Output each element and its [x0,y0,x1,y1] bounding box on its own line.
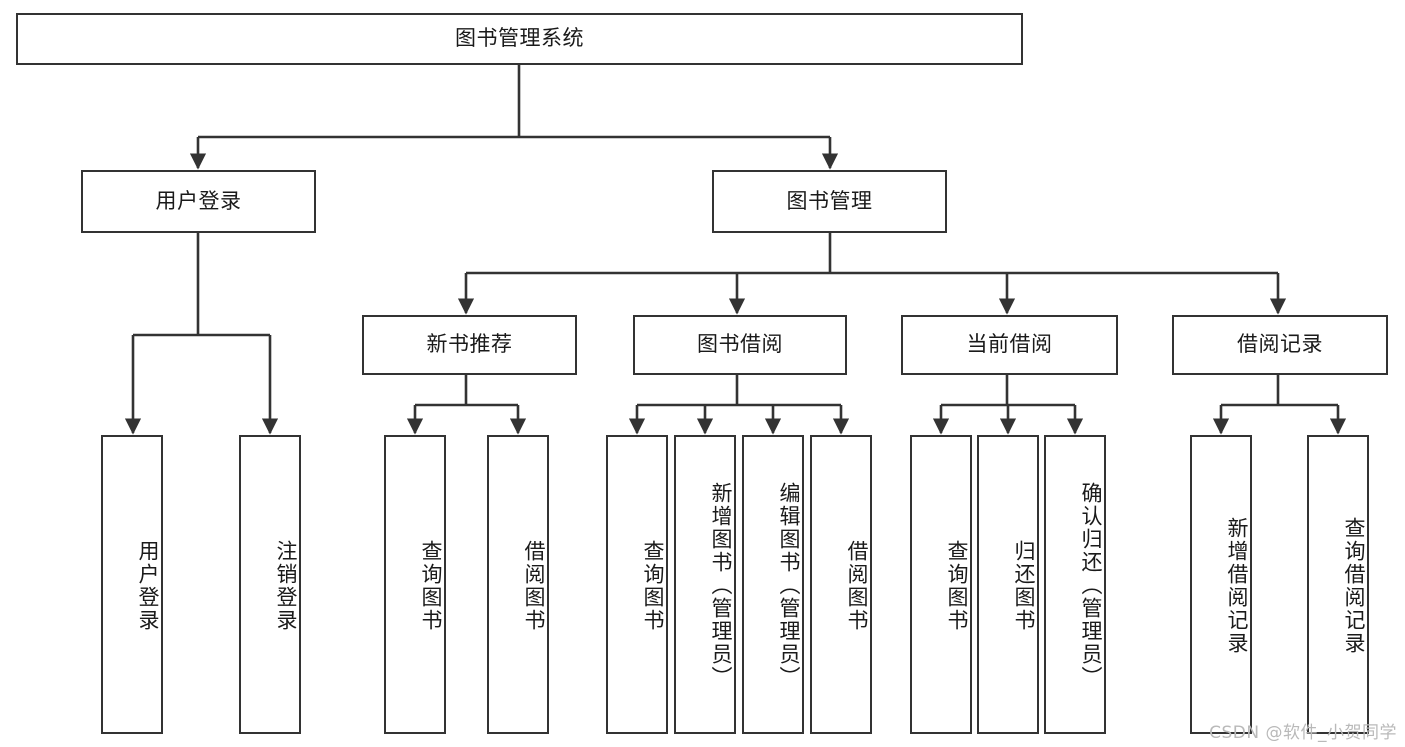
leaf-confirm-return[interactable]: 确认归还（管理员） [1044,435,1106,734]
leaf-query-book-1-label: 查询图书 [419,539,443,632]
leaf-add-record-label: 新增借阅记录 [1225,516,1249,655]
leaf-add-record[interactable]: 新增借阅记录 [1190,435,1252,734]
node-borrow-record[interactable]: 借阅记录 [1172,315,1388,375]
leaf-confirm-return-label: 确认归还（管理员） [1079,482,1103,689]
leaf-query-book-2-label: 查询图书 [641,539,665,632]
node-root[interactable]: 图书管理系统 [16,13,1023,65]
node-new-book-recommend-label: 新书推荐 [426,332,513,357]
node-new-book-recommend[interactable]: 新书推荐 [362,315,577,375]
node-current-borrow[interactable]: 当前借阅 [901,315,1118,375]
leaf-user-logout[interactable]: 注销登录 [239,435,301,734]
node-current-borrow-label: 当前借阅 [966,332,1053,357]
leaf-user-login-label: 用户登录 [136,539,160,632]
leaf-query-record-label: 查询借阅记录 [1342,516,1366,655]
node-book-manage-label: 图书管理 [786,188,873,213]
leaf-borrow-book-1[interactable]: 借阅图书 [487,435,549,734]
leaf-borrow-book-1-label: 借阅图书 [522,539,546,632]
leaf-query-book-1[interactable]: 查询图书 [384,435,446,734]
node-user-login[interactable]: 用户登录 [81,170,316,233]
node-book-borrow[interactable]: 图书借阅 [633,315,847,375]
leaf-query-record[interactable]: 查询借阅记录 [1307,435,1369,734]
leaf-borrow-book-2[interactable]: 借阅图书 [810,435,872,734]
node-book-manage[interactable]: 图书管理 [712,170,947,233]
node-user-login-label: 用户登录 [155,188,242,213]
leaf-user-logout-label: 注销登录 [274,539,298,632]
watermark: CSDN @软件_小贺同学 [1209,723,1397,743]
leaf-add-book-label: 新增图书（管理员） [709,482,733,689]
leaf-return-book[interactable]: 归还图书 [977,435,1039,734]
node-book-borrow-label: 图书借阅 [697,332,783,357]
leaf-return-book-label: 归还图书 [1012,539,1036,632]
leaf-query-book-2[interactable]: 查询图书 [606,435,668,734]
leaf-user-login[interactable]: 用户登录 [101,435,163,734]
node-borrow-record-label: 借阅记录 [1237,332,1323,357]
leaf-borrow-book-2-label: 借阅图书 [845,539,869,632]
node-root-label: 图书管理系统 [455,26,584,51]
leaf-add-book[interactable]: 新增图书（管理员） [674,435,736,734]
leaf-edit-book[interactable]: 编辑图书（管理员） [742,435,804,734]
leaf-edit-book-label: 编辑图书（管理员） [777,482,801,689]
leaf-query-book-3[interactable]: 查询图书 [910,435,972,734]
leaf-query-book-3-label: 查询图书 [945,539,969,632]
